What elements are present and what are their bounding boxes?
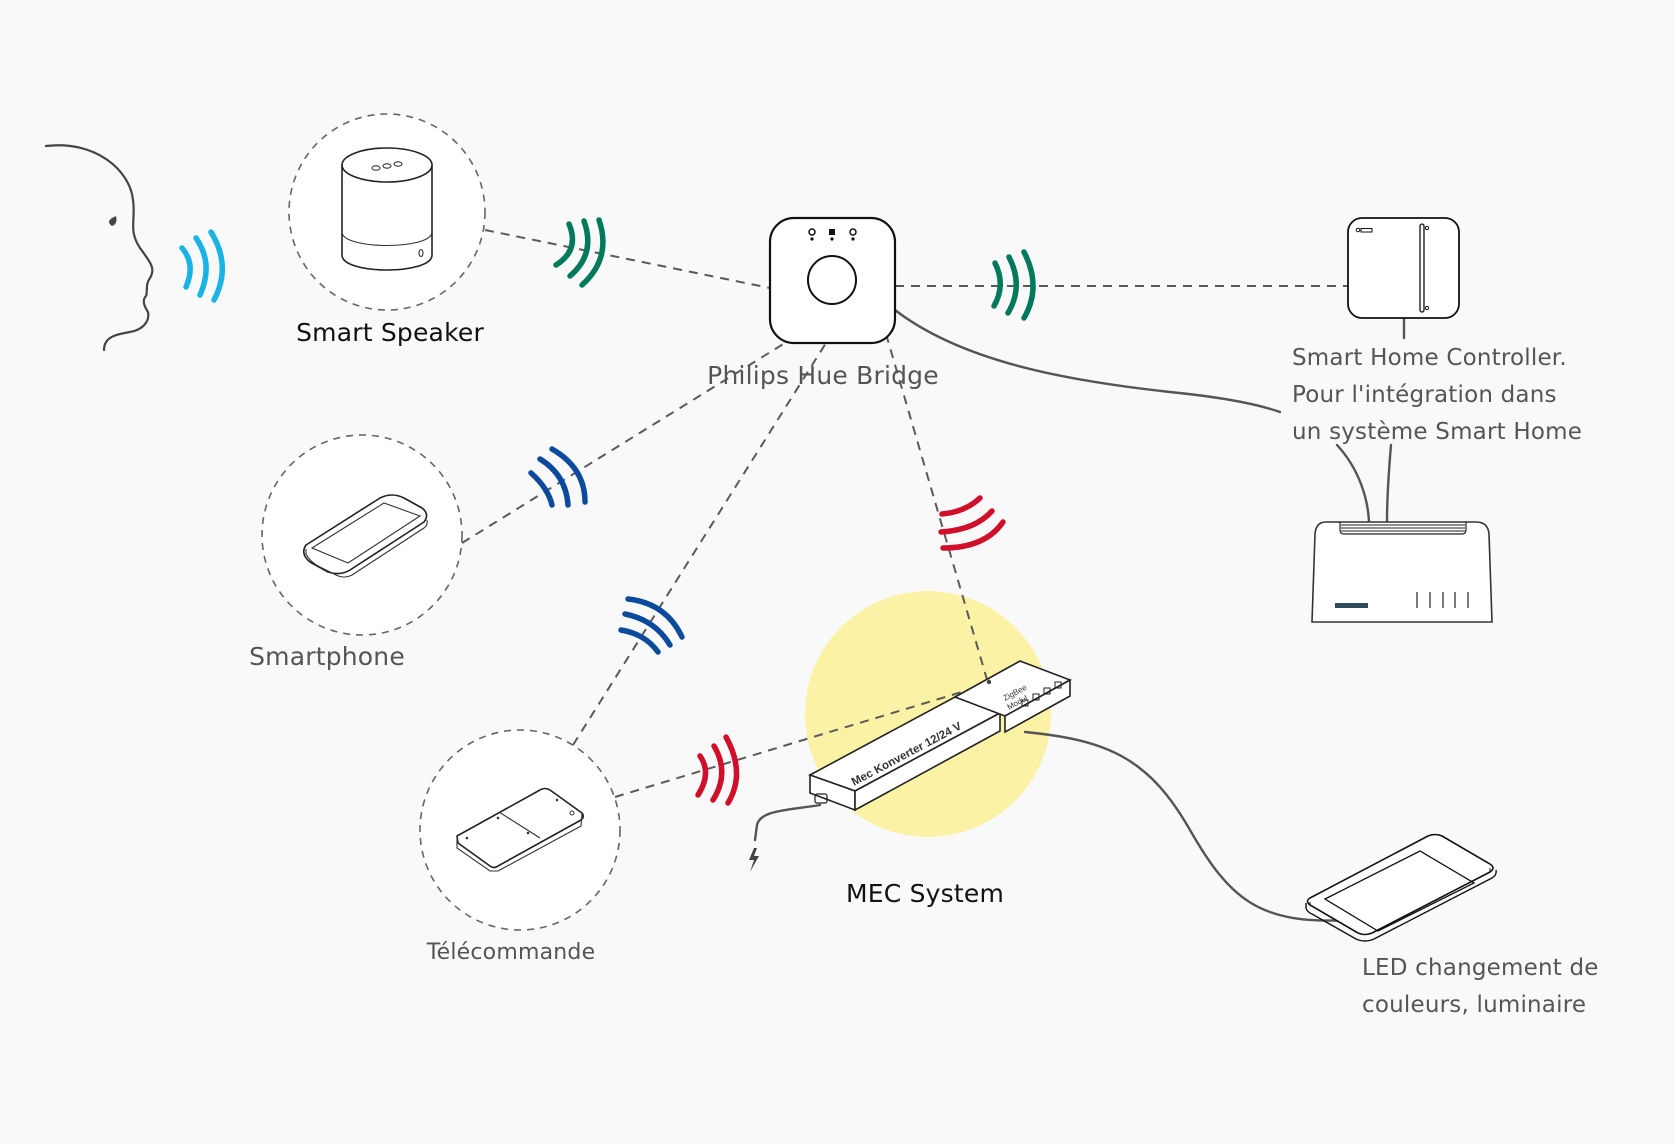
- router-node[interactable]: [1311, 521, 1493, 623]
- cable-router-2: [1385, 443, 1393, 524]
- led-node[interactable]: [1305, 833, 1497, 942]
- router-icon: [1311, 521, 1493, 623]
- mec-converter-icon: [749, 660, 1072, 872]
- controller-label-line-1: Smart Home Controller.: [1292, 345, 1567, 371]
- remote-control-icon: [456, 787, 585, 872]
- cable-mec-power: [753, 803, 822, 842]
- cable-mec-led: [1023, 730, 1372, 922]
- bluetooth-waves-icon: [528, 446, 588, 508]
- zigbee-waves-icon: [695, 734, 740, 806]
- bluetooth-waves-icon: [618, 596, 685, 655]
- link-remote-bridge: [572, 342, 827, 746]
- smartphone-label: Smartphone: [249, 642, 405, 671]
- hue-bridge-node[interactable]: [768, 216, 897, 345]
- smart-home-controller-node[interactable]: [1347, 217, 1460, 319]
- smartphone-node[interactable]: [261, 434, 463, 636]
- hue-bridge-icon: [768, 216, 897, 345]
- wifi-waves-icon: [991, 249, 1036, 321]
- voice-waves-icon: [179, 229, 226, 303]
- lightning-icon: [749, 848, 759, 872]
- zigbee-waves-icon: [938, 495, 1006, 551]
- mec-label: MEC System: [846, 879, 1004, 908]
- cable-router-1: [1335, 443, 1371, 524]
- led-label: LED changement de couleurs, luminaire: [1362, 950, 1599, 1024]
- led-panel-icon: [1305, 833, 1497, 942]
- smart-speaker-label: Smart Speaker: [296, 318, 484, 347]
- link-bridge-mec: [885, 333, 989, 684]
- smartphone-icon: [302, 494, 428, 578]
- led-label-line-2: couleurs, luminaire: [1362, 992, 1587, 1018]
- controller-label-line-2: Pour l'intégration dans: [1292, 382, 1557, 408]
- smart-speaker-node[interactable]: [288, 113, 486, 311]
- hue-bridge-label: Philips Hue Bridge: [707, 361, 939, 390]
- connection-lines: [461, 229, 1348, 798]
- smart-speaker-icon: [341, 147, 433, 271]
- cables: [753, 308, 1406, 922]
- led-label-line-1: LED changement de: [1362, 955, 1599, 981]
- remote-node[interactable]: [419, 729, 621, 931]
- speaking-face-icon: [44, 144, 154, 352]
- remote-label: Télécommande: [426, 940, 596, 965]
- controller-label-line-3: un système Smart Home: [1292, 419, 1583, 445]
- controller-label: Smart Home Controller. Pour l'intégratio…: [1292, 340, 1582, 451]
- link-speaker-bridge: [484, 229, 771, 289]
- smart-home-controller-icon: [1347, 217, 1460, 319]
- cable-bridge-router: [893, 308, 1282, 414]
- wifi-waves-icon: [553, 217, 606, 288]
